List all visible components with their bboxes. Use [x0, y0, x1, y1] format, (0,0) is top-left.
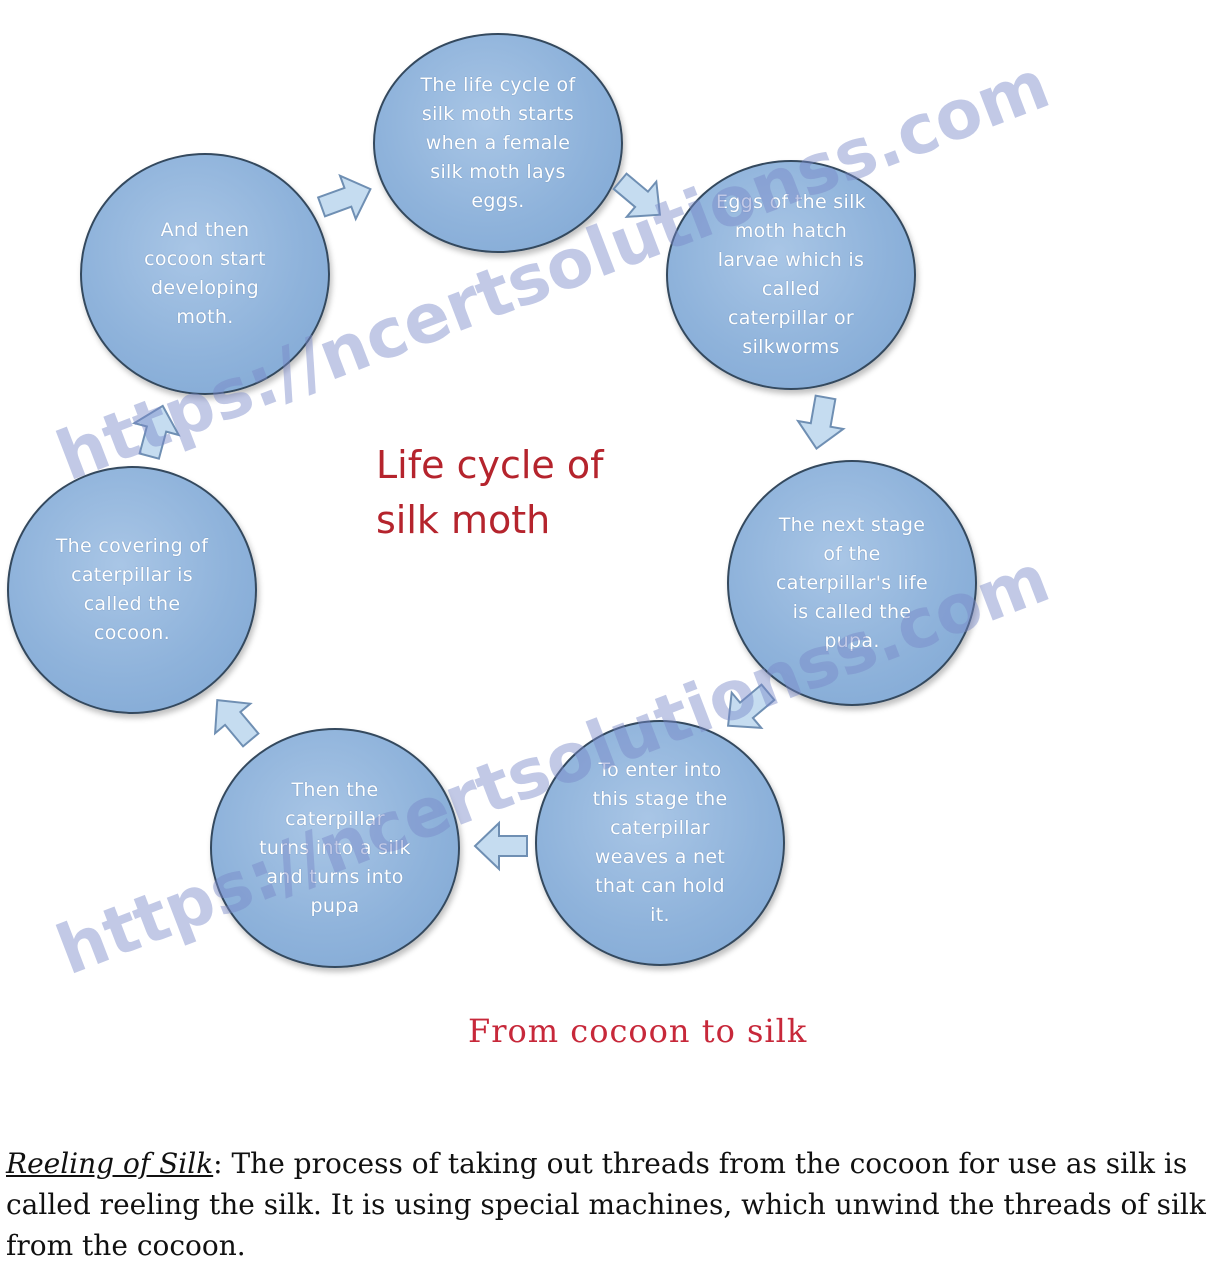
- reeling-of-silk-paragraph: Reeling of Silk: The process of taking o…: [6, 1143, 1216, 1266]
- paragraph-heading: Reeling of Silk: [6, 1147, 214, 1180]
- arrow-icon: [794, 393, 848, 452]
- diagram-caption: From cocoon to silk: [468, 1012, 808, 1050]
- cycle-node-larvae: Eggs of the silk moth hatch larvae which…: [666, 160, 916, 390]
- arrow-icon: [605, 164, 674, 233]
- arrow-icon: [314, 167, 379, 228]
- cycle-node-cocoon: The covering of caterpillar is called th…: [7, 466, 257, 714]
- cycle-node-text: The covering of caterpillar is called th…: [55, 535, 209, 644]
- life-cycle-diagram: The life cycle of silk moth starts when …: [7, 33, 1060, 1050]
- arrow-icon: [713, 675, 782, 744]
- paragraph-body: : The process of taking out threads from…: [6, 1147, 1206, 1262]
- cycle-node-developing-moth: And then cocoon start developing moth.: [80, 153, 330, 395]
- cycle-node-turns-into-pupa: Then the caterpillar turns into a silk a…: [210, 728, 460, 968]
- cycle-node-text: To enter into this stage the caterpillar…: [592, 759, 728, 926]
- cycle-node-text: The next stage of the caterpillar's life…: [776, 513, 928, 652]
- cycle-node-pupa-stage: The next stage of the caterpillar's life…: [727, 460, 977, 706]
- arrow-icon: [127, 400, 185, 462]
- cycle-node-weaves-net: To enter into this stage the caterpillar…: [535, 720, 785, 966]
- diagram-title: Life cycle of silk moth: [376, 443, 604, 542]
- arrow-icon: [200, 685, 269, 754]
- cycle-node-text: The life cycle of silk moth starts when …: [420, 73, 576, 212]
- cycle-node-text: And then cocoon start developing moth.: [144, 219, 266, 328]
- cycle-node-eggs-laid: The life cycle of silk moth starts when …: [373, 33, 623, 253]
- cycle-node-text: Then the caterpillar turns into a silk a…: [259, 778, 411, 917]
- cycle-node-text: Eggs of the silk moth hatch larvae which…: [716, 191, 866, 358]
- arrow-icon: [473, 820, 528, 872]
